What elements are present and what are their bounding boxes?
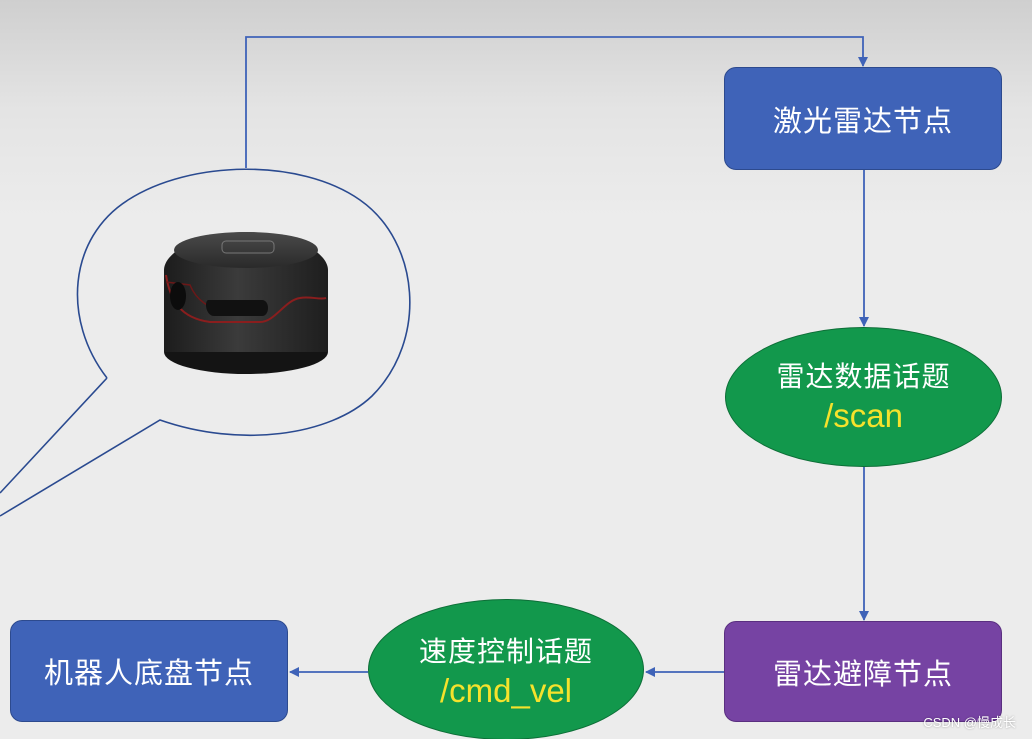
lidar-node-label: 激光雷达节点 — [772, 103, 953, 138]
scan-topic: 雷达数据话题 /scan — [725, 327, 1002, 467]
robot-chassis-node: 机器人底盘节点 — [10, 620, 288, 722]
scan-topic-title: 雷达数据话题 — [776, 360, 951, 393]
lidar-node: 激光雷达节点 — [724, 67, 1002, 170]
obstacle-avoidance-node-label: 雷达避障节点 — [772, 656, 953, 691]
lidar-callout-bubble — [0, 168, 411, 517]
watermark: CSDN @慢成长 — [923, 715, 1016, 730]
cmd-vel-topic-title: 速度控制话题 — [418, 634, 593, 668]
obstacle-avoidance-node: 雷达避障节点 — [724, 621, 1002, 722]
arrow-lidar-callout-to-lidar-node — [245, 36, 868, 168]
cmd-vel-topic: 速度控制话题 /cmd_vel — [368, 599, 644, 739]
cmd-vel-topic-name: /cmd_vel — [439, 671, 573, 709]
scan-topic-name: /scan — [824, 397, 903, 434]
lidar-device-image — [164, 232, 328, 374]
robot-chassis-node-label: 机器人底盘节点 — [43, 656, 254, 690]
